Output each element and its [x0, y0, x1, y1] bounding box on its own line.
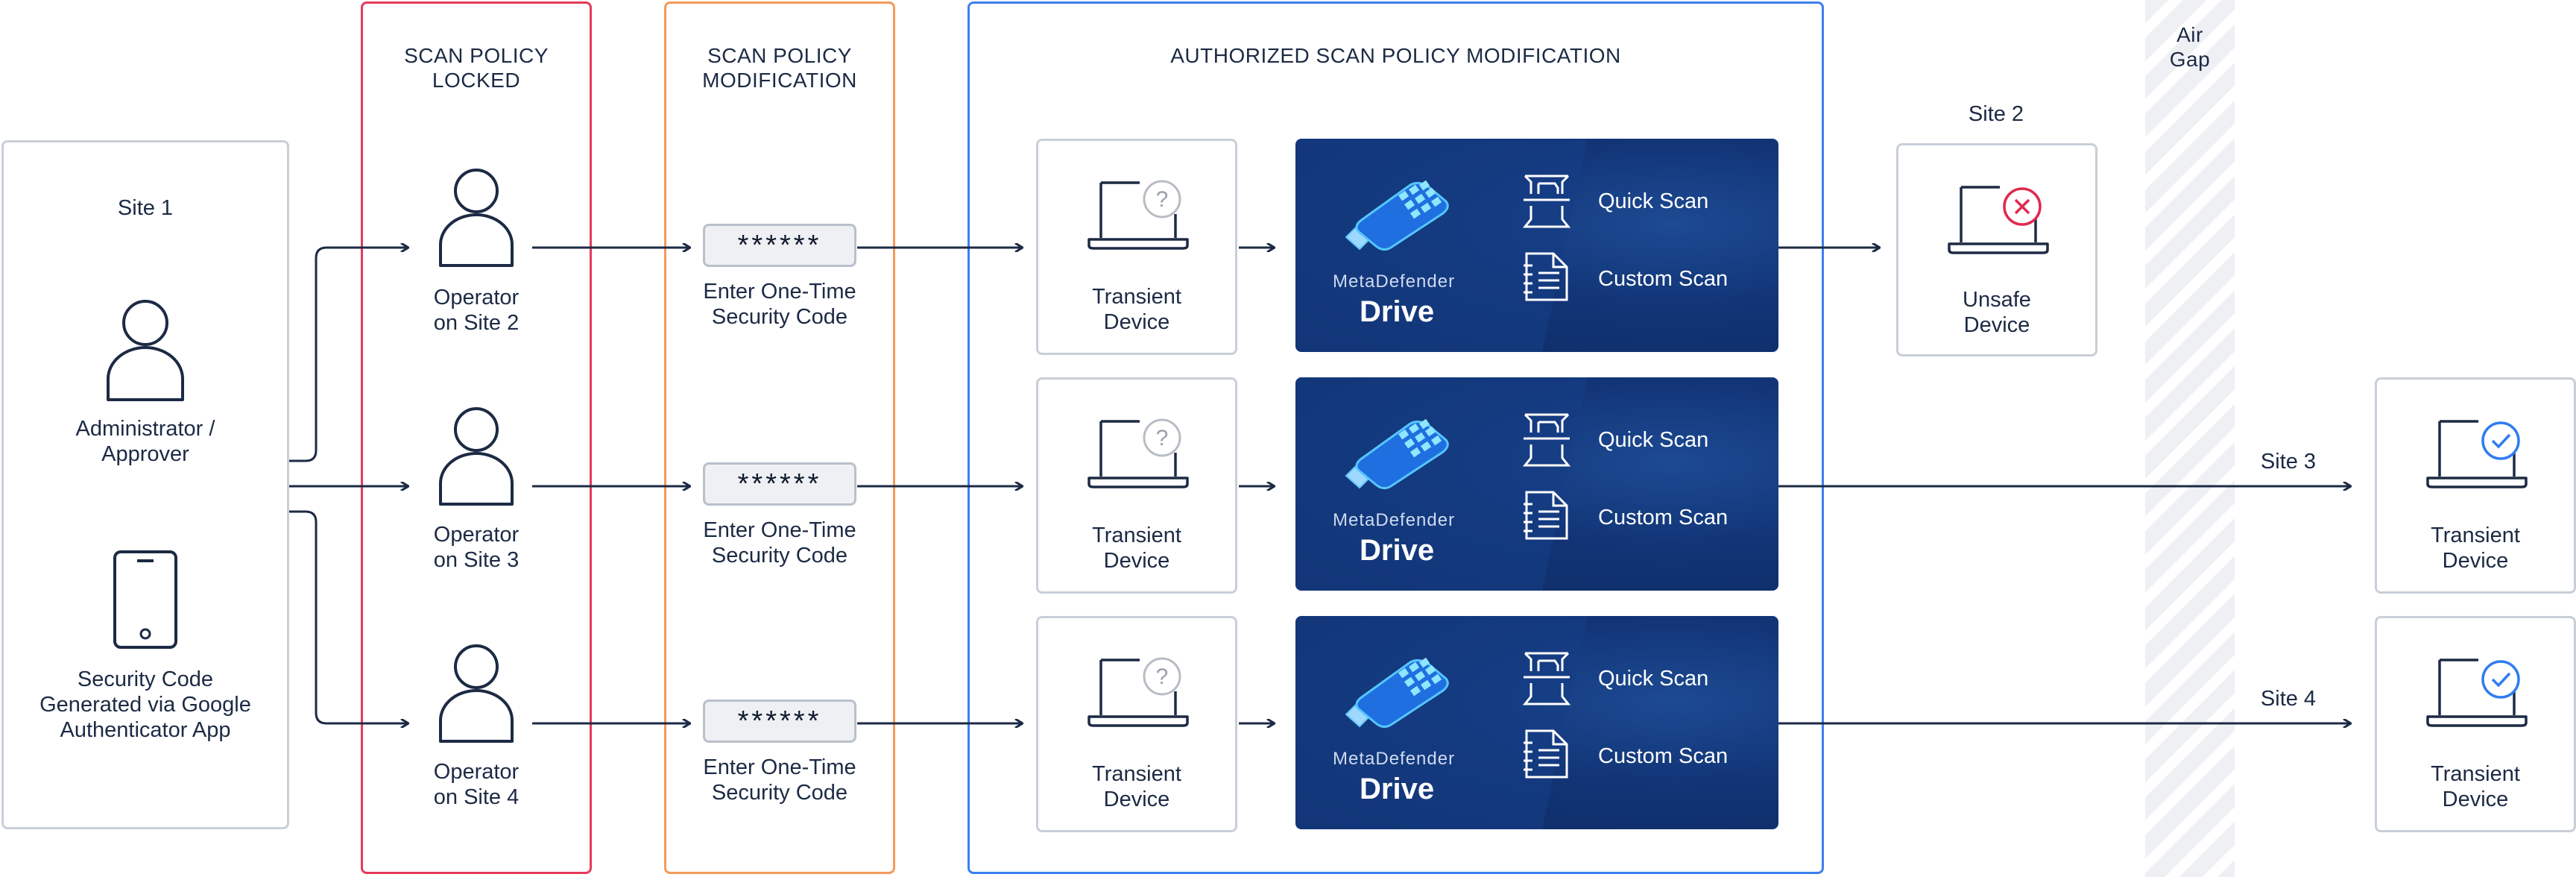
safe-device-label: Transient Device — [2431, 524, 2520, 573]
usb-drive-icon — [1345, 418, 1449, 490]
modification-header: SCAN POLICY MODIFICATION — [702, 44, 857, 92]
security-code-field[interactable]: ****** — [703, 224, 856, 267]
person-icon — [107, 300, 184, 401]
drive-brand: MetaDefender — [1333, 271, 1456, 292]
custom-scan-icon — [1524, 729, 1568, 779]
quick-scan-label: Quick Scan — [1598, 667, 1709, 691]
metadefender-drive-panel: MetaDefender Drive Quick Scan Custom Sca… — [1295, 139, 1778, 352]
locked-header: SCAN POLICY LOCKED — [404, 44, 549, 92]
person-icon — [439, 644, 514, 743]
svg-text:?: ? — [1156, 187, 1169, 212]
drive-name: Drive — [1360, 295, 1435, 328]
laptop-question-icon: ? — [1087, 180, 1189, 250]
laptop-x-icon — [1948, 186, 2049, 254]
drive-brand: MetaDefender — [1333, 510, 1456, 530]
svg-text:?: ? — [1156, 664, 1169, 689]
custom-scan-label: Custom Scan — [1598, 506, 1729, 529]
operator-label: Operator on Site 4 — [433, 760, 520, 809]
safe-device-card: Transient Device — [2375, 377, 2576, 594]
safe-device-card: Transient Device — [2375, 616, 2576, 832]
person-icon — [439, 407, 514, 506]
safe-device-label: Transient Device — [2431, 762, 2520, 811]
operator-label: Operator on Site 3 — [433, 523, 520, 572]
transient-device-card: ? Transient Device — [1036, 139, 1237, 355]
drive-name: Drive — [1360, 534, 1435, 567]
quick-scan-icon — [1522, 175, 1571, 228]
site4-title: Site 4 — [2260, 687, 2317, 711]
security-code-field[interactable]: ****** — [703, 700, 856, 743]
code-label: Enter One-Time Security Code — [703, 755, 856, 805]
laptop-check-icon — [2426, 420, 2528, 488]
admin-label: Administrator / Approver — [75, 417, 215, 466]
laptop-question-icon: ? — [1087, 418, 1189, 488]
scan-policy-modification-column — [664, 1, 895, 874]
phone-label: Security Code Generated via Google Authe… — [40, 667, 251, 742]
quick-scan-label: Quick Scan — [1598, 189, 1709, 213]
usb-drive-icon — [1345, 180, 1449, 251]
operator-label: Operator on Site 2 — [433, 286, 520, 335]
drive-brand: MetaDefender — [1333, 749, 1456, 769]
custom-scan-icon — [1524, 491, 1568, 540]
laptop-question-icon: ? — [1087, 657, 1189, 727]
site3-title: Site 3 — [2260, 450, 2317, 474]
air-gap-band — [2145, 0, 2235, 877]
site1-title: Site 1 — [117, 196, 174, 220]
device-label: Transient Device — [1092, 285, 1181, 334]
site2-title: Site 2 — [1968, 102, 2024, 126]
svg-text:?: ? — [1156, 426, 1169, 450]
code-label: Enter One-Time Security Code — [703, 518, 856, 568]
air-gap-label: Air Gap — [2169, 23, 2211, 71]
authorized-header: AUTHORIZED SCAN POLICY MODIFICATION — [1170, 44, 1621, 67]
quick-scan-icon — [1522, 652, 1571, 705]
metadefender-drive-panel: MetaDefender Drive Quick Scan Custom Sca… — [1295, 616, 1778, 829]
quick-scan-label: Quick Scan — [1598, 428, 1709, 452]
person-icon — [439, 169, 514, 267]
transient-device-card: ? Transient Device — [1036, 616, 1237, 832]
transient-device-card: ? Transient Device — [1036, 377, 1237, 594]
quick-scan-icon — [1522, 413, 1571, 467]
custom-scan-label: Custom Scan — [1598, 744, 1729, 768]
authorized-modification-column — [967, 1, 1824, 874]
unsafe-device-card: Unsafe Device — [1896, 143, 2097, 356]
security-code-field[interactable]: ****** — [703, 462, 856, 506]
custom-scan-label: Custom Scan — [1598, 267, 1729, 291]
unsafe-device-label: Unsafe Device — [1963, 288, 2031, 337]
site1-panel — [1, 140, 289, 829]
laptop-check-icon — [2426, 658, 2528, 727]
scan-policy-locked-column — [361, 1, 592, 874]
drive-name: Drive — [1360, 773, 1435, 805]
metadefender-drive-panel: MetaDefender Drive Quick Scan Custom Sca… — [1295, 377, 1778, 591]
device-label: Transient Device — [1092, 524, 1181, 573]
usb-drive-icon — [1345, 657, 1449, 729]
custom-scan-icon — [1524, 252, 1568, 301]
phone-icon — [113, 550, 177, 649]
device-label: Transient Device — [1092, 762, 1181, 811]
code-label: Enter One-Time Security Code — [703, 280, 856, 329]
